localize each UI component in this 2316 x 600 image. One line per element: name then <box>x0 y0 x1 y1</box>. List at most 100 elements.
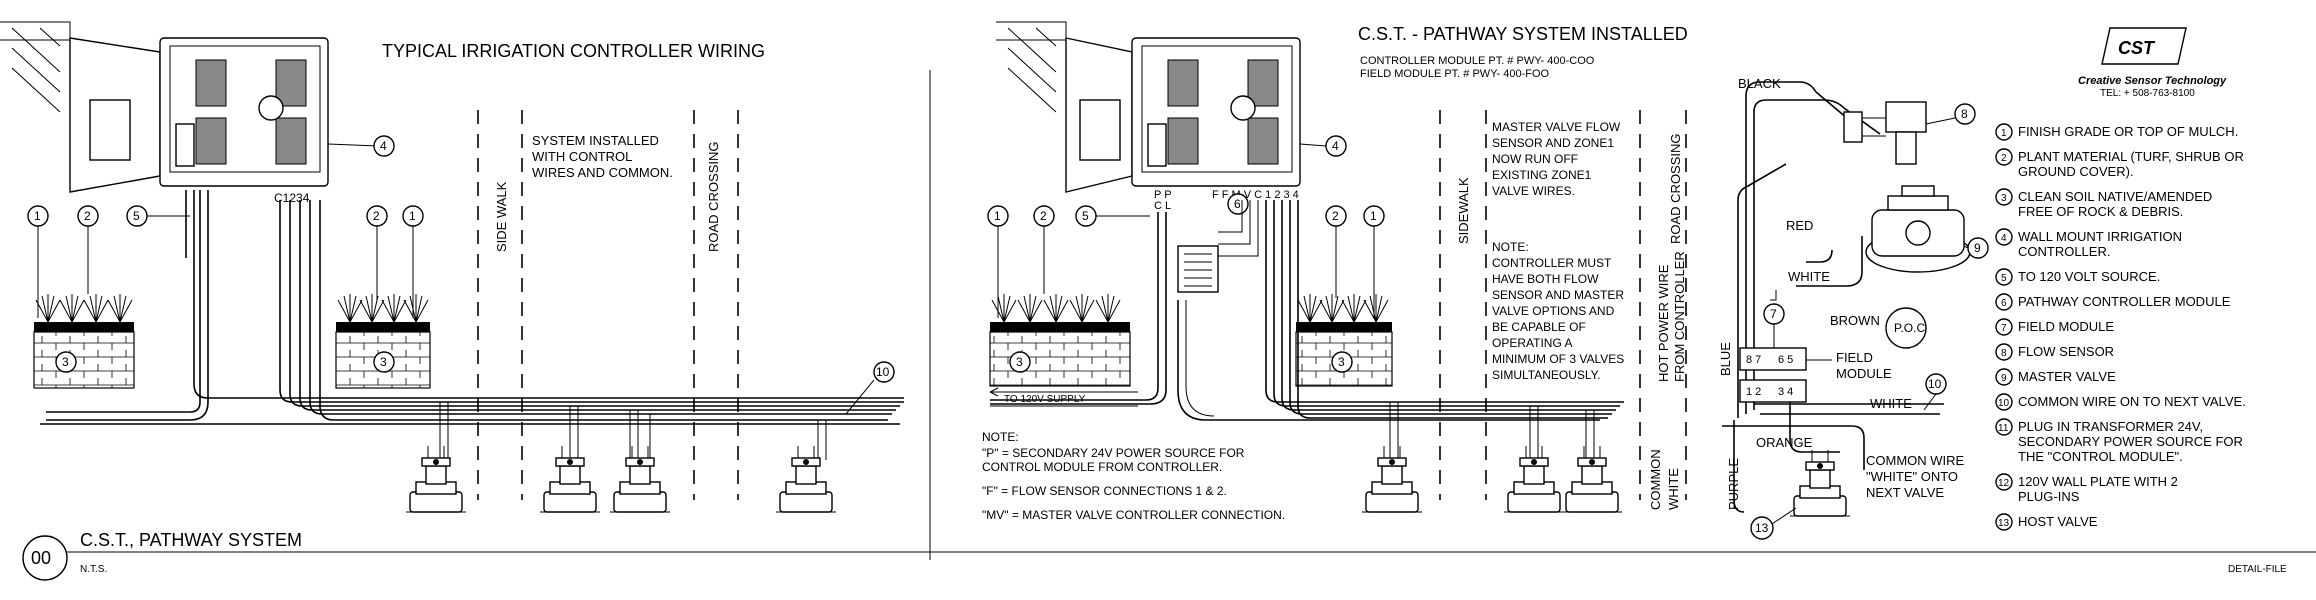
svg-text:3: 3 <box>380 355 387 369</box>
legend-text: FINISH GRADE OR TOP OF MULCH. <box>2018 124 2238 139</box>
svg-text:5: 5 <box>1082 209 1089 223</box>
svg-text:C L: C L <box>1154 200 1171 212</box>
legend-number-circle <box>1995 148 2013 166</box>
legend-text: 120V WALL PLATE WITH 2 <box>2018 474 2178 489</box>
pathway-controller-module: 6 <box>1177 193 1249 293</box>
svg-text:WHITE: WHITE <box>1788 269 1830 284</box>
svg-text:TEL: + 508-763-8100: TEL: + 508-763-8100 <box>2100 88 2195 99</box>
svg-text:F F M V C 1 2 3 4: F F M V C 1 2 3 4 <box>1212 189 1299 201</box>
valve-icon <box>775 445 837 513</box>
svg-text:8: 8 <box>1961 107 1968 121</box>
legend-text: TO 120 VOLT SOURCE. <box>2018 269 2160 284</box>
legend-number: 2 <box>2001 153 2007 164</box>
svg-text:1: 1 <box>994 209 1001 223</box>
left-wall <box>0 21 71 113</box>
terminal-block-icon <box>275 117 307 165</box>
svg-text:NOTE:: NOTE: <box>1492 240 1529 254</box>
svg-text:9: 9 <box>1974 241 1981 255</box>
legend-number: 12 <box>1998 478 2010 489</box>
svg-text:WHITE: WHITE <box>1870 396 1912 411</box>
svg-text:2: 2 <box>84 209 91 223</box>
legend-number-circle <box>1995 393 2013 411</box>
valve-icon <box>1561 445 1623 513</box>
valve-icon <box>1503 445 1565 513</box>
cst-logo: CST Creative Sensor Technology TEL: + 50… <box>2078 27 2227 99</box>
right-valves <box>1361 402 1851 517</box>
svg-text:MINIMUM OF 3 VALVES: MINIMUM OF 3 VALVES <box>1492 352 1624 366</box>
legend-text: HOST VALVE <box>2018 514 2098 529</box>
valve-icon <box>609 445 671 513</box>
svg-text:COMMON WIRE: COMMON WIRE <box>1866 453 1965 468</box>
legend-text: CLEAN SOIL NATIVE/AMENDED <box>2018 189 2212 204</box>
legend-number-circle <box>1995 188 2013 206</box>
legend-text: SECONDARY POWER SOURCE FOR <box>2018 434 2243 449</box>
legend-number-circle <box>1995 228 2013 246</box>
svg-text:HAVE BOTH FLOW: HAVE BOTH FLOW <box>1492 272 1599 286</box>
field-wiring <box>1722 81 1944 513</box>
valve-icon <box>1361 445 1423 513</box>
legend-number-circle <box>1995 318 2013 336</box>
legend-number-circle <box>1995 343 2013 361</box>
svg-text:10: 10 <box>1928 377 1942 391</box>
file-label: DETAIL-FILE <box>2228 564 2287 575</box>
svg-text:TO 120V SUPPLY: TO 120V SUPPLY <box>1004 394 1086 405</box>
right-sidewalk: SIDEWALK <box>1456 177 1471 244</box>
svg-text:4: 4 <box>380 139 387 153</box>
left-panel: TYPICAL IRRIGATION CONTROLLER WIRING C12… <box>0 21 904 513</box>
scale-label: N.T.S. <box>80 564 107 575</box>
svg-text:7: 7 <box>1770 307 1777 321</box>
legend-number-circle <box>1995 418 2013 436</box>
terminal-block-icon <box>195 117 227 165</box>
svg-text:2: 2 <box>1040 209 1047 223</box>
legend-text: PATHWAY CONTROLLER MODULE <box>2018 294 2231 309</box>
legend-number: 13 <box>1998 518 2010 529</box>
bottom-notes: NOTE: "P" = SECONDARY 24V POWER SOURCE F… <box>982 430 1285 522</box>
svg-text:MASTER VALVE FLOW: MASTER VALVE FLOW <box>1492 120 1621 134</box>
valve-icon <box>405 445 467 513</box>
callout-13 <box>1750 516 1774 540</box>
right-callouts-left: 1 2 5 2 1 <box>987 205 1385 318</box>
svg-text:5: 5 <box>133 209 140 223</box>
svg-text:"MV" = MASTER VALVE CONTROLLER: "MV" = MASTER VALVE CONTROLLER CONNECTIO… <box>982 508 1285 522</box>
svg-text:"F" = FLOW SENSOR CONNECTIONS: "F" = FLOW SENSOR CONNECTIONS 1 & 2. <box>982 484 1227 498</box>
legend-number: 4 <box>2001 233 2007 244</box>
svg-text:3: 3 <box>62 355 69 369</box>
legend-number-circle <box>1995 293 2013 311</box>
left-planter-2: 3 <box>335 293 431 389</box>
svg-text:NEXT VALVE: NEXT VALVE <box>1866 485 1944 500</box>
left-road-crossing: ROAD CROSSING <box>706 141 721 252</box>
left-callouts: 4 5 1 2 2 1 10 <box>27 135 895 415</box>
svg-text:BROWN: BROWN <box>1830 313 1880 328</box>
legend-number: 8 <box>2001 348 2007 359</box>
legend-text: FLOW SENSOR <box>2018 344 2114 359</box>
legend-number: 1 <box>2001 128 2007 139</box>
controller-note: NOTE: CONTROLLER MUST HAVE BOTH FLOW SEN… <box>1492 240 1624 382</box>
svg-text:HOT POWER WIRE: HOT POWER WIRE <box>1656 264 1671 382</box>
legend-number-circle <box>1995 123 2013 141</box>
svg-text:4: 4 <box>1332 139 1339 153</box>
svg-text:VALVE WIRES.: VALVE WIRES. <box>1492 184 1575 198</box>
legend-text: MASTER VALVE <box>2018 369 2116 384</box>
terminal-block-icon <box>275 59 307 107</box>
svg-text:2: 2 <box>1332 209 1339 223</box>
legend-text: PLUG-INS <box>2018 489 2080 504</box>
master-valve-note: MASTER VALVE FLOW SENSOR AND ZONE1 NOW R… <box>1492 120 1621 198</box>
right-controller <box>1065 37 1327 193</box>
svg-text:10: 10 <box>876 365 890 379</box>
field-module: 8 7 6 5 1 2 3 4 7 FIELD MODULE <box>1739 303 1892 403</box>
svg-text:SENSOR AND MASTER: SENSOR AND MASTER <box>1492 288 1624 302</box>
legend-number-circle <box>1995 513 2013 531</box>
svg-text:P.O.C: P.O.C <box>1894 321 1925 335</box>
dial-icon <box>258 95 284 121</box>
legend-text: GROUND COVER). <box>2018 164 2134 179</box>
callout-4 <box>1325 135 1347 157</box>
legend-text: PLUG IN TRANSFORMER 24V, <box>2018 419 2203 434</box>
svg-text:WITH CONTROL: WITH CONTROL <box>532 149 632 164</box>
left-controller <box>69 37 379 193</box>
legend-number-circle <box>1995 268 2013 286</box>
svg-text:FROM CONTROLLER: FROM CONTROLLER <box>1672 251 1687 382</box>
legend-number: 5 <box>2001 273 2007 284</box>
dial-icon <box>1230 95 1256 121</box>
svg-text:BLUE: BLUE <box>1718 342 1733 376</box>
callout-10 <box>873 361 895 383</box>
